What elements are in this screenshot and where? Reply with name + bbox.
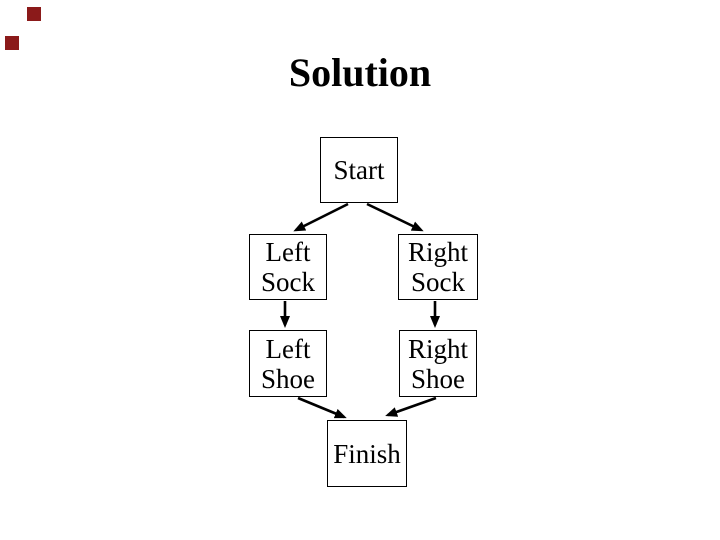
flow-node-start: Start bbox=[320, 137, 398, 203]
flow-node-left-sock: Left Sock bbox=[249, 234, 327, 300]
flow-node-start-label: Start bbox=[333, 155, 385, 185]
flow-node-right-sock-label: Right Sock bbox=[407, 237, 468, 297]
flow-node-right-sock: Right Sock bbox=[398, 234, 478, 300]
arrow-left-shoe-to-finish bbox=[297, 396, 347, 419]
flow-node-right-shoe-label: Right Shoe bbox=[407, 333, 468, 394]
flow-node-finish: Finish bbox=[327, 420, 407, 487]
flow-node-finish-label: Finish bbox=[333, 438, 401, 469]
arrow-right-shoe-to-finish bbox=[385, 396, 437, 417]
arrow-start-to-right-sock bbox=[366, 202, 424, 232]
decoration-square-left bbox=[5, 36, 19, 50]
flow-node-left-shoe-label: Left Shoe bbox=[261, 333, 315, 394]
arrow-start-to-left-sock bbox=[293, 202, 349, 232]
flow-node-right-shoe: Right Shoe bbox=[399, 330, 477, 397]
flow-node-left-shoe: Left Shoe bbox=[249, 330, 327, 397]
slide-title: Solution bbox=[288, 50, 432, 95]
flow-node-left-sock-label: Left Sock bbox=[261, 237, 315, 297]
decoration-square-top bbox=[27, 7, 41, 21]
